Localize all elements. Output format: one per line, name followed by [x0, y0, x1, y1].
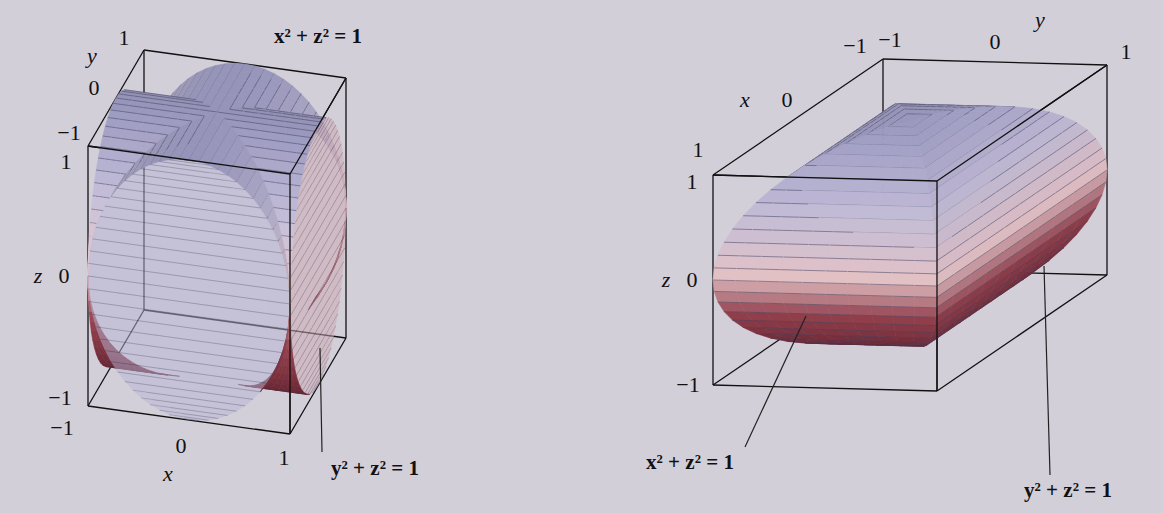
- figure-stage: x² + z² = 1y10−11z0−1−10x1y² + z² = 1−1−…: [0, 0, 1163, 513]
